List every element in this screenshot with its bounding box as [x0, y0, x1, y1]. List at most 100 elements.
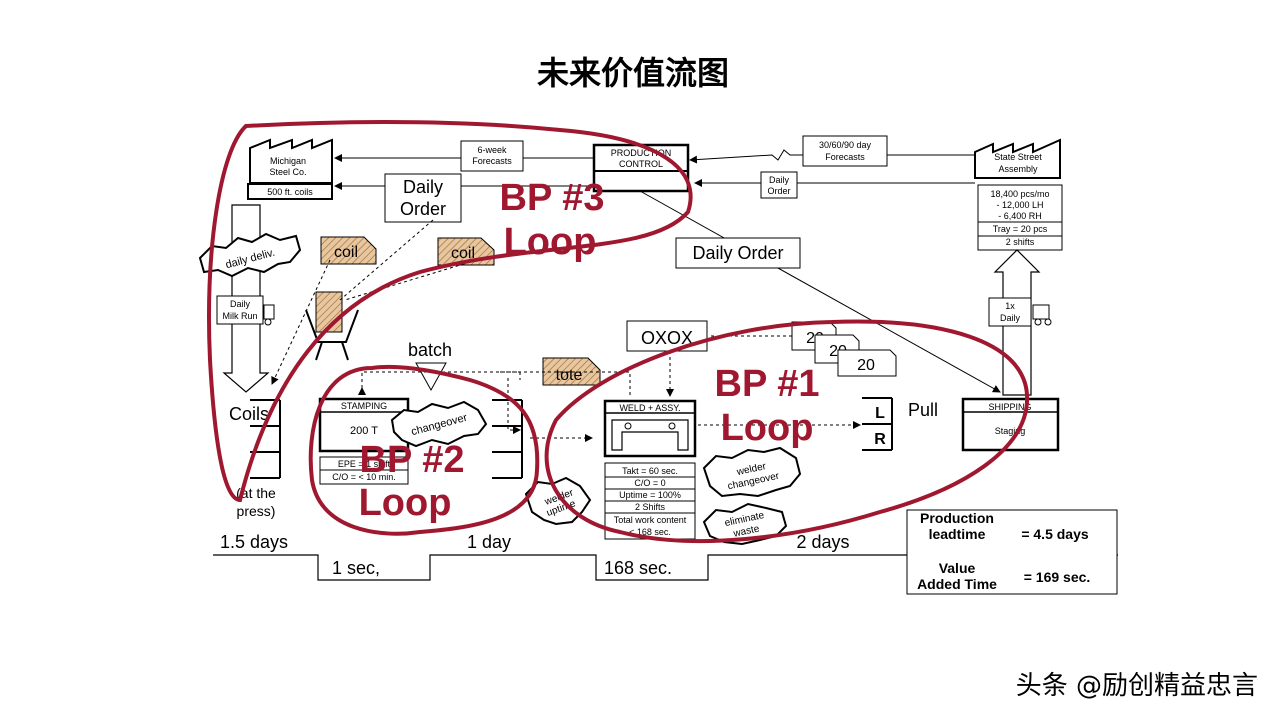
bp2-line1: BP #2 — [360, 439, 465, 481]
weld-data-3: 2 Shifts — [635, 502, 666, 512]
loop-outlines — [207, 120, 1030, 544]
daily-deliv-burst — [198, 232, 302, 278]
bp2-line2: Loop — [359, 482, 452, 524]
daily-order-wide-box — [675, 237, 801, 269]
stamping-tonnage: 200 T — [350, 425, 378, 437]
timeline-days-3: 2 days — [796, 532, 849, 552]
stamping-epe: EPE = 1 shift — [338, 459, 391, 469]
six-week-2: Forecasts — [472, 156, 512, 166]
va-value: = 169 sec. — [1024, 569, 1091, 585]
lr-L: L — [875, 405, 885, 422]
bp2-loop-outline — [308, 364, 540, 536]
stamping-supermarket-icon — [492, 399, 523, 479]
va-label-2: Added Time — [917, 576, 997, 592]
weld-process-box — [603, 399, 697, 458]
customer-factory-icon: State Street Assembly — [974, 138, 1061, 179]
va-label-1: Value — [939, 560, 976, 576]
at-press-2: press) — [237, 503, 276, 519]
kanban-card-3 — [837, 349, 897, 377]
customer-data-1: - 12,000 LH — [996, 200, 1043, 210]
production-control-1: PRODUCTION — [611, 148, 672, 158]
stamping-co: C/O = < 10 min. — [332, 472, 396, 482]
oxox: OXOX — [641, 328, 693, 348]
daily-order-small-1: Daily — [769, 175, 790, 185]
bp1-line2: Loop — [721, 407, 814, 449]
shipping-staging: Staging — [995, 426, 1026, 436]
supplier-spec-box — [247, 183, 333, 200]
one-x-2: Daily — [1000, 313, 1021, 323]
weld-data-5: < 168 sec. — [629, 527, 671, 537]
customer-name-1: State Street — [994, 152, 1042, 162]
forecast-customer-1: 30/60/90 day — [819, 140, 872, 150]
milk-run-2: Milk Run — [222, 311, 257, 321]
timeline-sec-2: 168 sec. — [604, 558, 672, 578]
production-control-2: CONTROL — [619, 159, 663, 169]
coils-label: Coils — [229, 404, 269, 424]
weld-title: WELD + ASSY. — [619, 403, 680, 413]
daily-order-wide: Daily Order — [692, 243, 783, 263]
weld-data-0: Takt = 60 sec. — [622, 466, 678, 476]
customer-data-2: - 6,400 RH — [998, 211, 1042, 221]
lr-R: R — [874, 431, 886, 448]
coil1: coil — [334, 244, 358, 261]
six-week-1: 6-week — [477, 145, 507, 155]
timeline-days-2: 1 day — [467, 532, 511, 552]
customer-data-4: 2 shifts — [1006, 237, 1035, 247]
daily-order-small-2: Order — [767, 186, 790, 196]
one-x-daily-box — [988, 297, 1032, 327]
supplier-name-2: Steel Co. — [269, 167, 306, 177]
card3: 20 — [857, 357, 875, 374]
supplier-factory-icon: Michigan Steel Co. — [249, 138, 333, 184]
weld-data-4: Total work content — [614, 515, 687, 525]
customer-forecast-box — [802, 135, 888, 167]
lead-label-1: Production — [920, 510, 994, 526]
at-press-1: (at the — [236, 485, 276, 501]
milk-run-1: Daily — [230, 299, 251, 309]
supplier-spec: 500 ft. coils — [267, 187, 313, 197]
milk-run-box — [216, 295, 264, 325]
supplier-name-1: Michigan — [270, 156, 306, 166]
batch-signal-icon — [415, 362, 447, 392]
lead-label-2: leadtime — [929, 526, 986, 542]
timeline-days-1: 1.5 days — [220, 532, 288, 552]
shipping-title: SHIPPING — [988, 402, 1031, 412]
timeline-sec-1: 1 sec, — [332, 558, 380, 578]
six-week-forecast-box — [460, 140, 524, 172]
truck-icon — [1032, 304, 1052, 326]
work-cell-icon — [611, 419, 689, 451]
slide-title: 未来价值流图 — [537, 54, 729, 92]
pull-label: Pull — [908, 400, 938, 420]
summary-box — [906, 509, 1118, 595]
daily-order-big-box — [384, 173, 462, 223]
customer-data-box — [977, 184, 1063, 251]
forecast-customer-2: Forecasts — [825, 152, 865, 162]
bp3-loop-outline — [207, 120, 693, 503]
welder-changeover-burst — [702, 446, 802, 498]
daily-order-small-box — [760, 171, 798, 199]
changeover-burst — [390, 400, 488, 448]
daily-order-big-2: Order — [400, 199, 446, 219]
bp3-line2: Loop — [504, 221, 597, 263]
daily-order-big-1: Daily — [403, 177, 443, 197]
bp3-line1: BP #3 — [500, 177, 605, 219]
one-x-1: 1x — [1005, 301, 1015, 311]
weld-data-2: Uptime = 100% — [619, 490, 681, 500]
weld-data-1: C/O = 0 — [634, 478, 665, 488]
customer-name-2: Assembly — [998, 164, 1038, 174]
stamping-title: STAMPING — [341, 401, 387, 411]
watermark: 头条 @励创精益忠言 — [1016, 671, 1258, 701]
tote: tote — [556, 367, 583, 384]
coil-kanban-1 — [320, 236, 377, 265]
customer-data-3: Tray = 20 pcs — [993, 224, 1048, 234]
timeline — [213, 554, 1118, 581]
batch-label: batch — [408, 340, 452, 360]
customer-data-0: 18,400 pcs/mo — [990, 189, 1049, 199]
bp1-line1: BP #1 — [715, 363, 820, 405]
coil2: coil — [451, 245, 475, 262]
lr-supermarket-icon — [862, 397, 893, 451]
lead-value: = 4.5 days — [1021, 526, 1089, 542]
truck-icon-supplier — [263, 304, 275, 326]
tote-kanban — [542, 357, 601, 386]
bp1-loop-outline — [544, 319, 1030, 544]
